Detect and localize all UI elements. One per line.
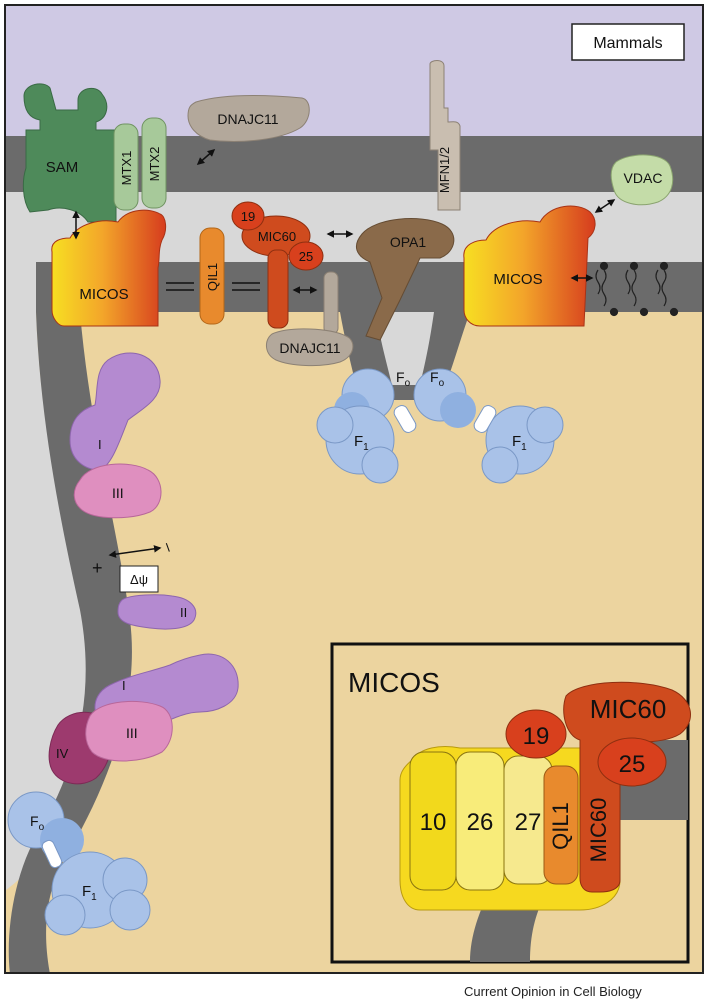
interaction-arrows	[72, 149, 616, 294]
title-label: Mammals	[593, 35, 662, 52]
complex-iv-label: IV	[56, 746, 69, 761]
complex-iii-upper	[73, 463, 162, 519]
fo-label-bottom: Fo	[30, 813, 45, 833]
f1-label-bottom: F1	[82, 883, 97, 903]
plus-sign: +	[92, 558, 103, 578]
inset-sub27: 27	[515, 809, 542, 836]
mic60-label: MIC60	[258, 229, 296, 244]
complex-iii-lower	[85, 700, 173, 762]
micos-inset	[330, 642, 691, 964]
inset-mic60: MIC60	[590, 694, 667, 724]
dnajc11-inner	[266, 271, 354, 367]
inset-sub10: 10	[420, 809, 447, 836]
dnajc11-bottom-label: DNAJC11	[279, 340, 340, 356]
micos-right-label: MICOS	[493, 271, 542, 288]
journal-footer: Current Opinion in Cell Biology	[464, 984, 642, 999]
atp-synthase-dimer	[316, 368, 564, 484]
complex-i-lower-label: I	[122, 678, 126, 693]
qil1-label: QIL1	[205, 263, 220, 291]
middle-crista-lumen	[376, 312, 434, 385]
complex-iii-lower-label: III	[126, 725, 138, 741]
delta-psi-label: Δψ	[130, 572, 148, 587]
opa1-protein	[355, 218, 455, 341]
inset-mic60-vertical: MIC60	[586, 798, 611, 863]
membrane-potential-indicator	[108, 545, 162, 593]
mtx2-label: MTX2	[147, 147, 162, 182]
title-box	[571, 23, 685, 61]
complex-i-upper-label: I	[98, 437, 102, 452]
inset-title: MICOS	[348, 667, 440, 698]
complex-ii	[117, 594, 197, 630]
complex-iii-upper-label: III	[112, 485, 124, 501]
micos-complex-right	[463, 205, 596, 327]
f1-label-left: F1	[354, 433, 369, 453]
opa1-label: OPA1	[390, 234, 427, 250]
vdac-protein	[610, 154, 674, 206]
mfn-protein	[429, 60, 461, 211]
qil1-protein	[199, 227, 225, 325]
inset-mic19: 19	[523, 723, 550, 750]
vdac-label: VDAC	[624, 170, 663, 186]
mtx1-protein	[113, 123, 139, 211]
f1-label-right: F1	[512, 433, 527, 453]
mic25-label: 25	[299, 249, 313, 264]
dnajc11-top-label: DNAJC11	[217, 111, 278, 127]
complex-ii-label: II	[180, 605, 187, 620]
micos-complex-left	[51, 209, 167, 327]
mtx1-label: MTX1	[119, 151, 134, 186]
sam-label: SAM	[46, 159, 79, 176]
fo-label-left: Fo	[396, 369, 411, 389]
mic19-label: 19	[241, 209, 255, 224]
atp-synthase-left	[7, 791, 151, 936]
mfn-label: MFN1/2	[437, 147, 452, 193]
inset-sub26: 26	[467, 809, 494, 836]
lipid-icons	[595, 261, 679, 317]
mic60-cluster	[231, 201, 324, 329]
inset-qil1: QIL1	[548, 802, 573, 850]
dnajc11-outer	[187, 95, 310, 142]
micos-left-label: MICOS	[79, 286, 128, 303]
mtx2-protein	[141, 117, 167, 209]
fo-label-right: Fo	[430, 369, 445, 389]
inset-mic25: 25	[619, 751, 646, 778]
